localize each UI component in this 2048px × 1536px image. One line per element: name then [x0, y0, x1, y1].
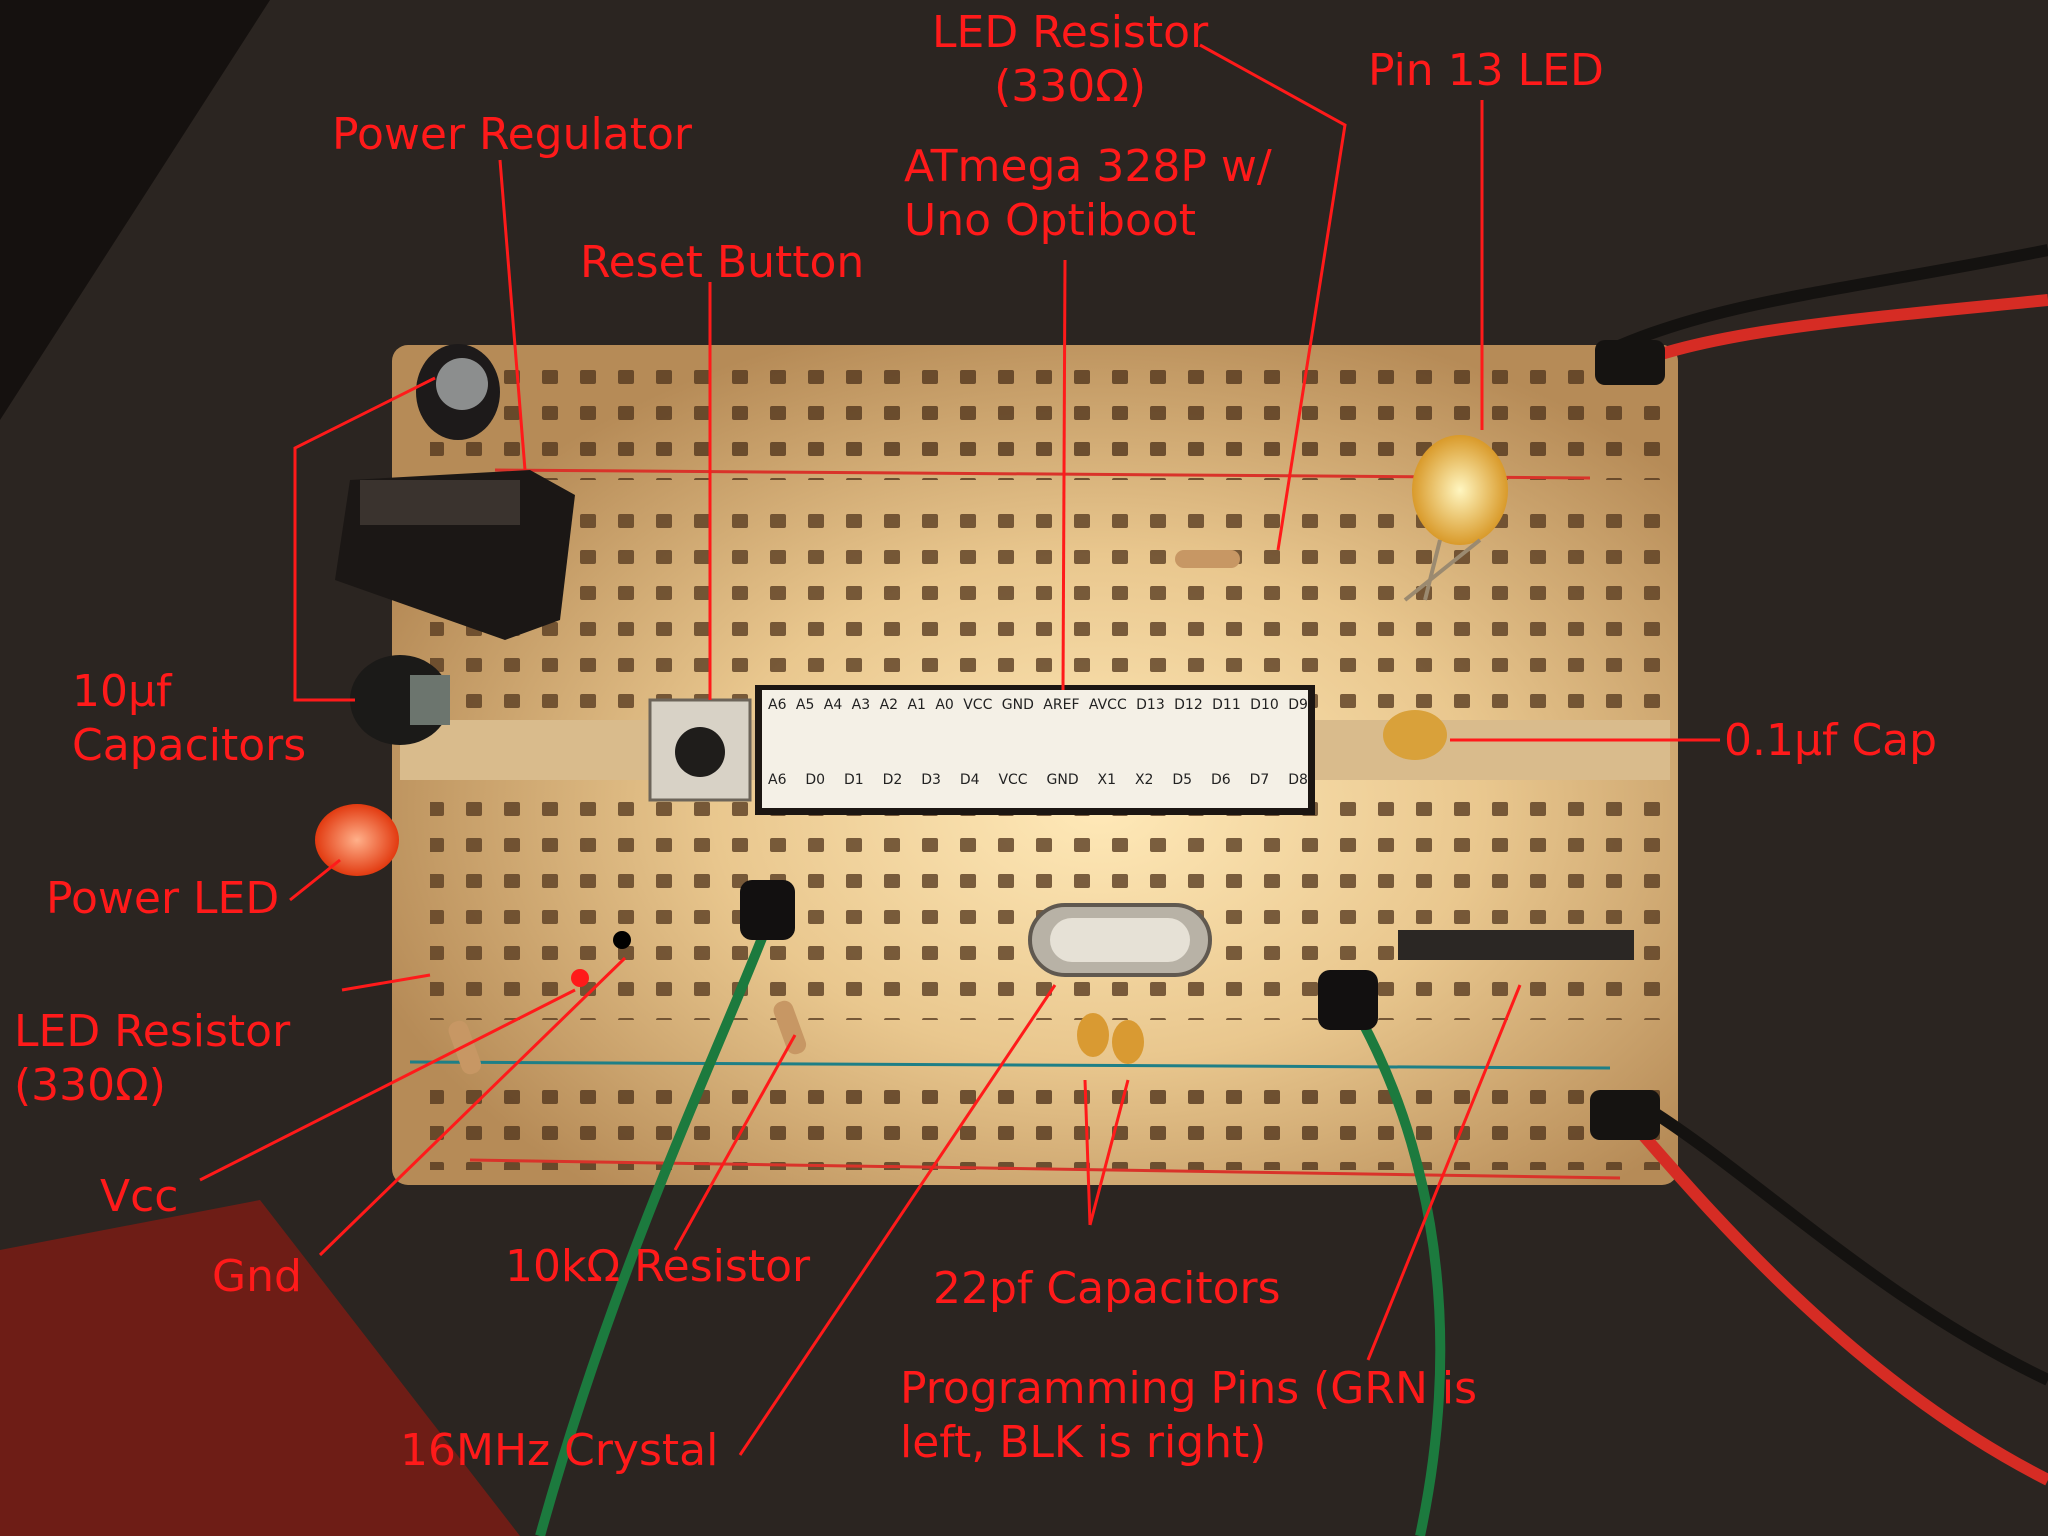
chip-pin-top-14: D10 [1250, 697, 1279, 713]
label-led-resistor-top-line2: (330Ω) [994, 61, 1147, 112]
chip-pin-bottom-7: GND [1046, 772, 1079, 788]
label-led-resistor-bottom-line2: (330Ω) [14, 1060, 166, 1111]
chip-pin-top-3: A3 [851, 697, 871, 713]
label-programming-pins-line2: left, BLK is right) [900, 1417, 1267, 1468]
label-cap-0-1uf: 0.1µf Cap [1724, 715, 1938, 766]
chip-pin-top-6: A0 [935, 697, 954, 713]
chip-pin-top-12: D12 [1174, 697, 1203, 713]
dark-corner [0, 0, 270, 420]
power-led [315, 804, 399, 876]
label-atmega: ATmega 328P w/ Uno Optiboot [904, 140, 1272, 248]
chip-pin-top-11: D13 [1136, 697, 1165, 713]
label-led-resistor-bottom-line1: LED Resistor [14, 1006, 291, 1057]
chip-label-top-row: A6 A5 A4 A3 A2 A1 A0 VCC GND AREF AVCC D13 D12 D11 D10… [768, 697, 1308, 737]
label-capacitors-10uf-line1: 10µf [72, 666, 172, 717]
power-cables [1590, 244, 2048, 1486]
chip-pin-top-1: A5 [795, 697, 815, 713]
crystal-16mhz [1028, 903, 1212, 977]
chip-pin-bottom-3: D2 [882, 772, 903, 788]
chip-pin-top-7: VCC [963, 697, 993, 713]
chip-pin-bottom-13: D8 [1288, 772, 1308, 788]
chip-pin-top-2: A4 [823, 697, 843, 713]
label-led-resistor-bottom: LED Resistor (330Ω) [14, 1005, 290, 1113]
label-reset-button: Reset Button [580, 237, 865, 288]
chip-pin-bottom-1: D0 [805, 772, 826, 788]
vcc-dot [571, 969, 589, 987]
chip-pin-top-10: AVCC [1088, 697, 1127, 713]
label-led-resistor-top-line1: LED Resistor [932, 7, 1209, 58]
label-programming-pins: Programming Pins (GRN is left, BLK is ri… [900, 1362, 1477, 1470]
chip-pin-top-9: AREF [1043, 697, 1080, 713]
chip-label-bottom-row: A6 D0 D1 D2 D3 D4 VCC GND X1 X2 D5 D6 D7 D8 [768, 772, 1308, 808]
label-capacitors-10uf: 10µf Capacitors [72, 665, 306, 773]
label-atmega-line2: Uno Optiboot [904, 195, 1197, 246]
chip-pin-bottom-5: D4 [959, 772, 980, 788]
label-capacitors-22pf: 22pf Capacitors [933, 1263, 1281, 1314]
reset-button [648, 698, 752, 802]
label-vcc: Vcc [100, 1171, 179, 1222]
chip-pin-top-0: A6 [768, 697, 787, 713]
label-programming-pins-line1: Programming Pins (GRN is [900, 1363, 1478, 1414]
label-power-regulator: Power Regulator [332, 109, 692, 160]
red-cloth [0, 1200, 520, 1536]
chip-pin-bottom-8: X1 [1097, 772, 1117, 788]
chip-pin-bottom-10: D5 [1172, 772, 1193, 788]
programming-header [1398, 930, 1634, 960]
atmega-chip [755, 685, 1315, 815]
gnd-dot [613, 931, 631, 949]
chip-pin-top-13: D11 [1212, 697, 1241, 713]
chip-pin-top-4: A2 [879, 697, 899, 713]
chip-pin-bottom-2: D1 [844, 772, 864, 788]
chip-pin-bottom-11: D6 [1211, 772, 1231, 788]
label-led-resistor-top: LED Resistor (330Ω) [932, 6, 1208, 114]
label-atmega-line1: ATmega 328P w/ [904, 141, 1272, 192]
chip-pin-bottom-12: D7 [1249, 772, 1270, 788]
chip-pin-bottom-0: A6 [768, 772, 787, 788]
chip-pin-bottom-4: D3 [921, 772, 941, 788]
label-capacitors-10uf-line2: Capacitors [72, 720, 307, 771]
chip-pin-bottom-9: X2 [1134, 772, 1154, 788]
label-pin13-led: Pin 13 LED [1368, 45, 1604, 96]
label-power-led: Power LED [46, 873, 280, 924]
cap-0-1uf [1383, 710, 1447, 760]
label-resistor-10k: 10kΩ Resistor [505, 1241, 811, 1292]
capacitors-22pf [1077, 1013, 1144, 1064]
label-gnd: Gnd [212, 1251, 302, 1302]
chip-pin-bottom-6: VCC [998, 772, 1028, 788]
chip-pin-top-15: D9 [1288, 697, 1308, 713]
pin13-led [1403, 435, 1508, 602]
chip-pin-top-8: GND [1001, 697, 1034, 713]
chip-pin-top-5: A1 [907, 697, 926, 713]
label-crystal: 16MHz Crystal [400, 1425, 719, 1476]
